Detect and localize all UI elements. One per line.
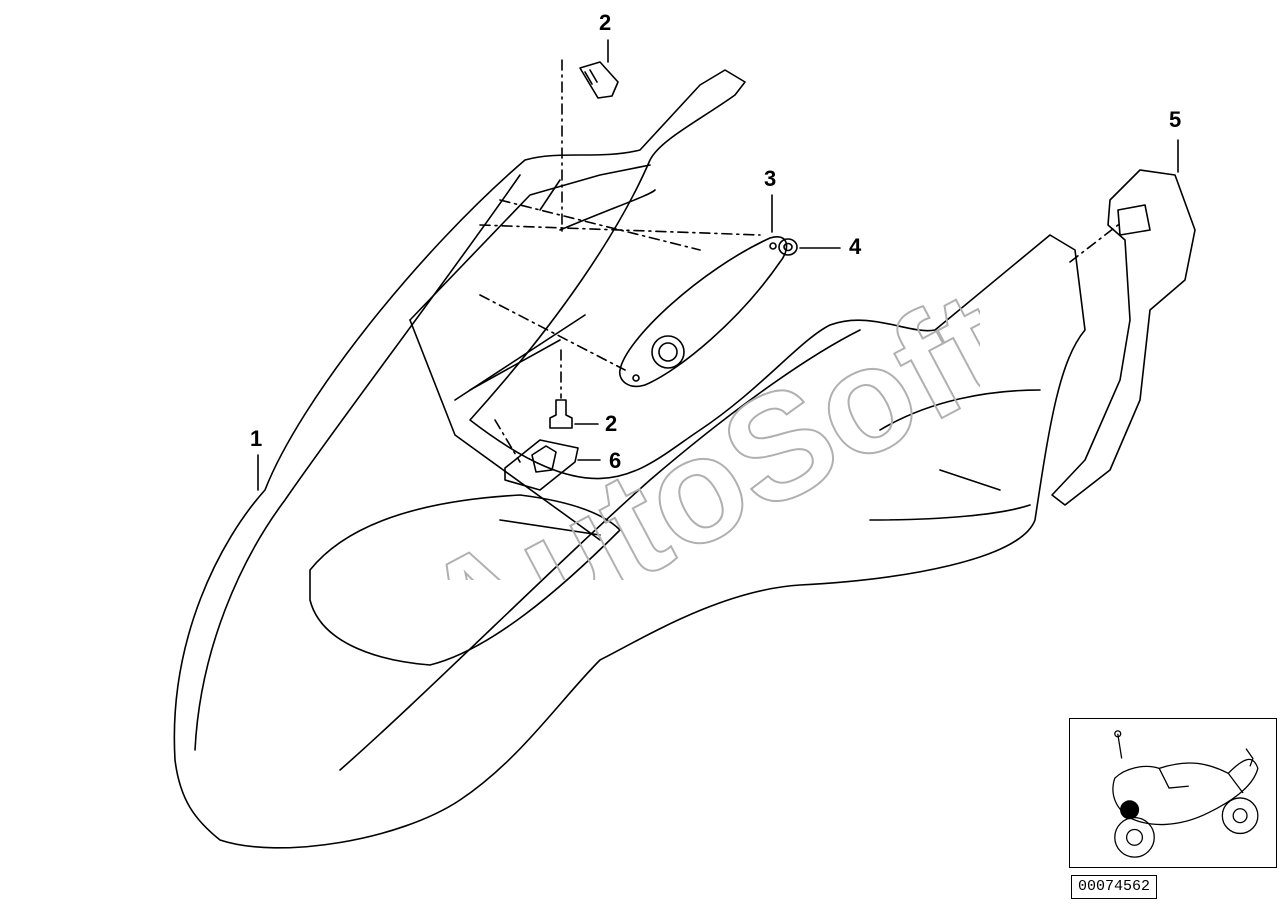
callout-2-lower: 2 bbox=[605, 411, 618, 436]
part-4-washer bbox=[778, 238, 841, 256]
callout-6: 6 bbox=[609, 448, 622, 473]
motorcycle-location-icon bbox=[1112, 730, 1259, 858]
callout-1: 1 bbox=[250, 426, 263, 451]
part-1-rear-wheel-cover bbox=[173, 69, 1086, 849]
callout-5: 5 bbox=[1169, 107, 1182, 132]
motorcycle-location-inset bbox=[1069, 718, 1277, 868]
part-6-nut-clip bbox=[494, 419, 601, 491]
part-3-grommet-plate bbox=[479, 194, 788, 388]
part-5-side-cover bbox=[1051, 139, 1196, 506]
part-2-screw-top bbox=[561, 59, 619, 236]
callout-2-top: 2 bbox=[599, 10, 612, 35]
location-marker bbox=[1120, 800, 1140, 820]
callout-3: 3 bbox=[764, 166, 777, 191]
part-2-screw-lower bbox=[549, 349, 599, 429]
diagram-number: 00074562 bbox=[1071, 875, 1158, 899]
callout-4: 4 bbox=[849, 234, 862, 259]
